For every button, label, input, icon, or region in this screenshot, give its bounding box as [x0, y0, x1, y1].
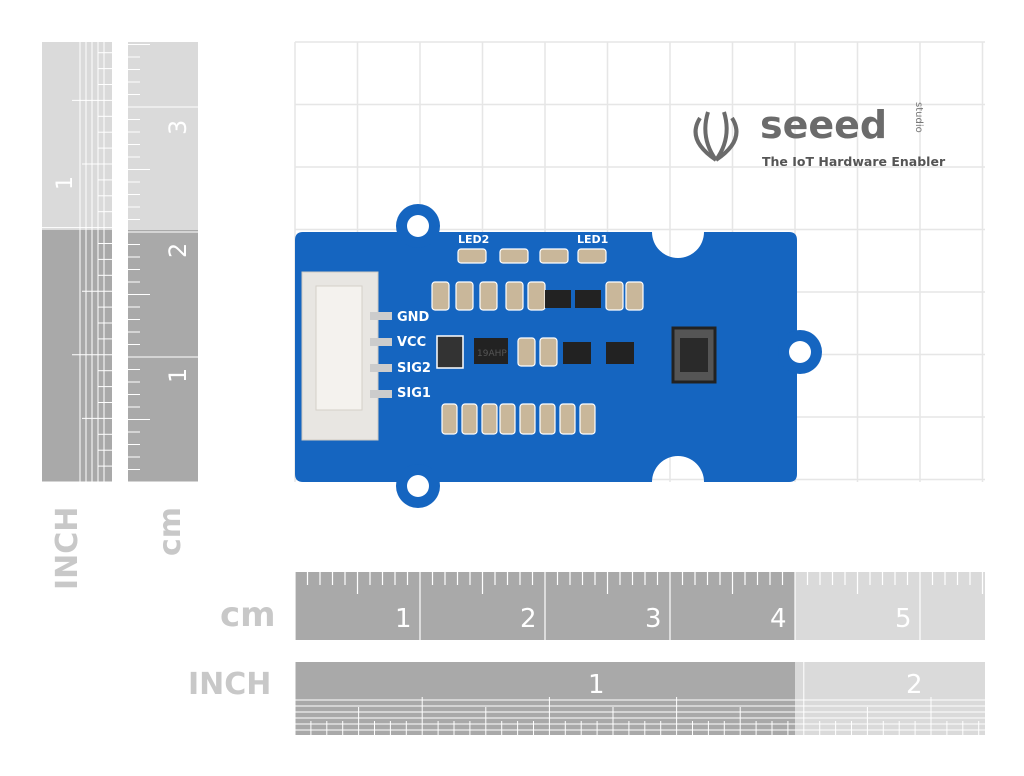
pin-label-gnd: GND: [397, 310, 430, 325]
grove-connector: [301, 271, 392, 441]
chip-marking: 19AHP: [477, 349, 507, 359]
smd-part: [431, 281, 450, 311]
bottom-inch-number-1: 1: [588, 670, 605, 700]
logo-sub: studio: [913, 102, 924, 133]
smd-part: [527, 281, 546, 311]
bottom-cm-number-2: 2: [520, 604, 537, 634]
seeed-flame-icon: [693, 111, 739, 162]
smd-part: [605, 281, 624, 311]
left-inch-unit: INCH: [50, 507, 85, 590]
smd-part: [481, 403, 498, 435]
bottom-cm-number-4: 4: [770, 604, 787, 634]
bottom-inch-number-2: 2: [906, 670, 923, 700]
led2-label: LED2: [458, 233, 489, 246]
left-inch-number-2: 1: [53, 176, 78, 190]
left-cm-number-3: 3: [164, 120, 192, 135]
smd-part: [517, 337, 536, 367]
left-inch-ruler: 1 INCH: [42, 42, 112, 590]
seeed-logo: seeed studio The IoT Hardware Enabler: [693, 102, 946, 169]
smd-part: [479, 281, 498, 311]
smd-part: [577, 248, 607, 264]
bottom-inch-ruler: 1 2 INCH: [188, 662, 985, 735]
left-cm-ruler: 3 2 1 cm: [128, 42, 198, 556]
pin-label-sig1: SIG1: [397, 386, 431, 401]
bottom-cm-number-5: 5: [895, 604, 912, 634]
smd-part: [505, 281, 524, 311]
sensor-ic: [436, 335, 464, 369]
left-cm-number-2: 2: [164, 243, 192, 258]
smd-part: [457, 248, 487, 264]
smd-components: [431, 248, 644, 435]
smd-part: [539, 403, 556, 435]
left-cm-unit: cm: [153, 507, 188, 556]
smd-part: [455, 281, 474, 311]
smd-part: [499, 248, 529, 264]
smd-part: [559, 403, 576, 435]
sensor-board: GND VCC SIG2 SIG1 LED2 LED1 19AHP: [295, 204, 822, 508]
logo-tagline: The IoT Hardware Enabler: [762, 154, 946, 169]
smd-part: [579, 403, 596, 435]
smd-part: [625, 281, 644, 311]
pin-label-vcc: VCC: [397, 335, 426, 350]
bottom-cm-number-1: 1: [395, 604, 412, 634]
smd-part: [539, 337, 558, 367]
smd-part: [461, 403, 478, 435]
smd-part: [519, 403, 536, 435]
smd-part: [441, 403, 458, 435]
bottom-cm-ruler: 1 2 3 4 5 cm: [220, 572, 985, 640]
left-cm-number-1: 1: [164, 368, 192, 383]
logo-brand: seeed: [760, 103, 887, 147]
pin-label-sig2: SIG2: [397, 361, 431, 376]
chip-19ahp: [474, 338, 508, 364]
bottom-inch-unit: INCH: [188, 667, 271, 702]
smd-part: [539, 248, 569, 264]
bottom-cm-unit: cm: [220, 595, 276, 635]
smd-part: [499, 403, 516, 435]
led1-label: LED1: [577, 233, 608, 246]
bottom-cm-number-3: 3: [645, 604, 662, 634]
